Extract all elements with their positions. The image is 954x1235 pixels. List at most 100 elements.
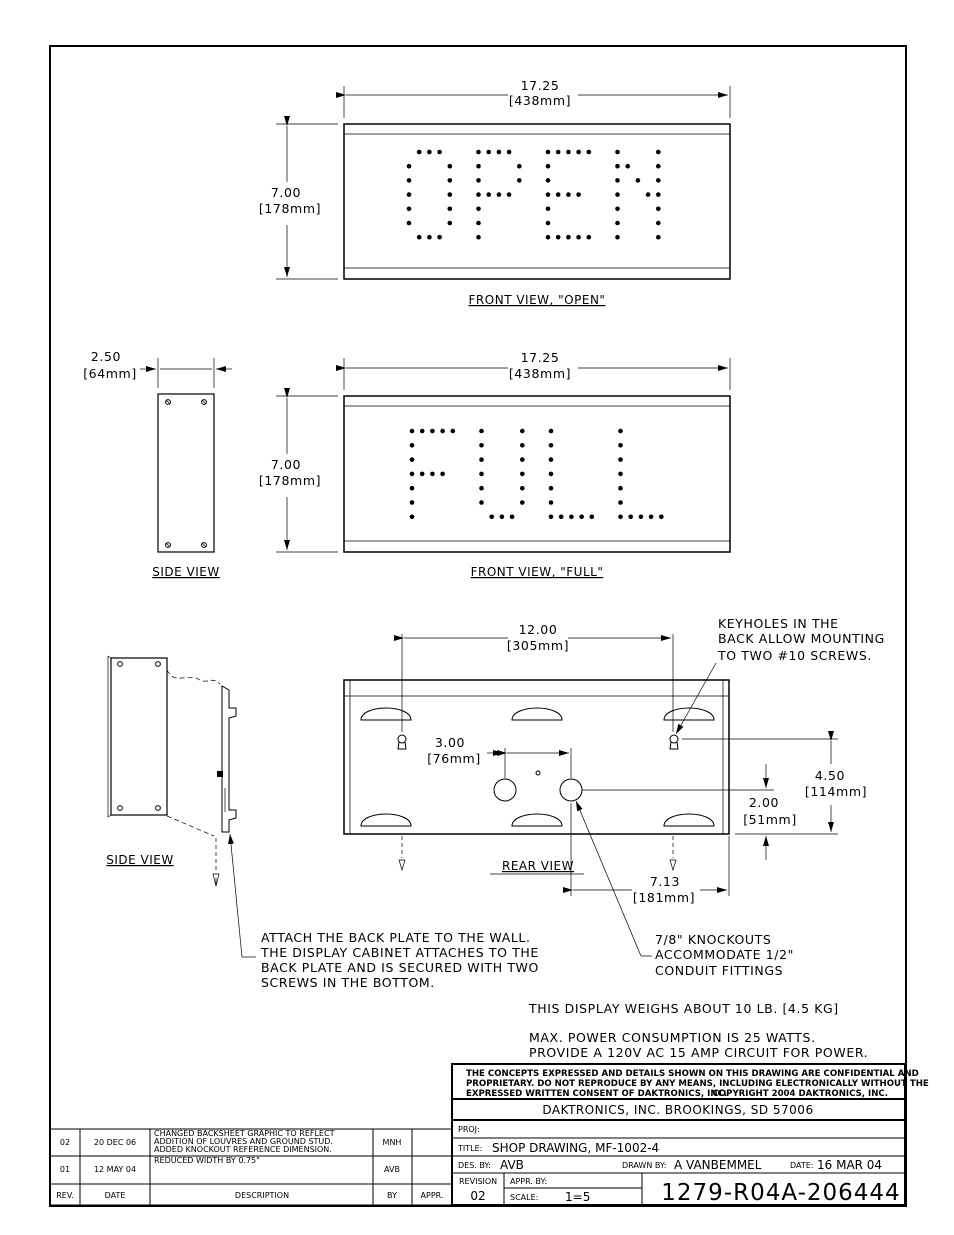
keyhole-note-line: BACK ALLOW MOUNTING [718,631,885,646]
led-dot [545,220,551,226]
led-dot [476,206,481,212]
full-height-dim: 7.00 [271,457,301,472]
led-dot [409,457,415,462]
led-dot [479,500,484,505]
led-dot [447,192,453,197]
rev-row-rev: 01 [60,1165,70,1174]
led-dot [586,149,592,155]
led-dot [486,149,492,155]
knockout-offset-dim-mm: [181mm] [633,890,695,905]
led-dot [476,220,481,226]
led-dot [628,514,633,520]
led-dot [618,500,623,505]
led-dot [409,443,415,448]
led-dot [558,514,564,520]
rev-row-description: REDUCED WIDTH BY 0.75" [154,1156,260,1165]
open-height-dim-mm: [178mm] [259,201,321,216]
led-dot [586,234,592,240]
side-cabinet [157,393,215,553]
led-dot [416,149,422,155]
led-dot [440,428,445,434]
led-dot [427,234,432,240]
led-dot [545,192,551,197]
louvres [360,707,715,827]
led-dot [419,471,425,477]
led-dot [517,163,522,169]
rev-row-rev: 02 [60,1138,70,1147]
back-plate-profile [221,685,237,833]
led-dot [430,428,435,434]
open-width-dim: 17.25 [521,78,560,93]
led-dot [520,457,525,462]
company-name: DAKTRONICS, INC. BROOKINGS, SD 57006 [542,1103,813,1117]
led-dot [419,428,425,434]
led-dot [447,220,453,226]
knockout-note-line: CONDUIT FITTINGS [655,963,783,978]
des-by-label: DES. BY: [458,1161,491,1170]
side-width-dim-mm: [64mm] [83,366,137,381]
led-dot [430,471,435,477]
power-note-line: PROVIDE A 120V AC 15 AMP CIRCUIT FOR POW… [529,1045,868,1060]
led-dot [520,428,525,434]
led-dot [615,220,620,226]
led-dot [427,149,432,155]
led-dot [579,514,584,520]
open-width-dim-mm: [438mm] [509,93,571,108]
full-height-dim-mm: [178mm] [259,473,321,488]
led-dot [406,206,412,212]
led-dot [496,149,502,155]
led-dot [548,428,554,434]
led-dot [409,428,415,434]
led-dot [447,178,453,183]
drawn-by-label: DRAWN BY: [622,1161,666,1170]
title-block: THE CONCEPTS EXPRESSED AND DETAILS SHOWN… [451,1063,929,1206]
open-view-label: FRONT VIEW, "OPEN" [469,293,606,307]
keyhole-spacing-dim: 12.00 [519,622,558,637]
led-dot [618,471,623,477]
led-dot [545,206,551,212]
led-dot [656,163,661,169]
full-led-matrix [409,428,664,520]
attach-note-line: ATTACH THE BACK PLATE TO THE WALL. [261,930,531,945]
keyhole-height-dim-mm: [114mm] [805,784,867,799]
rev-header-description: DESCRIPTION [235,1191,289,1200]
led-dot [479,457,484,462]
rev-header-appr: APPR. [421,1191,444,1200]
rev-row-description: ADDED KNOCKOUT REFERENCE DIMENSION. [154,1145,332,1154]
appr-by-label: APPR. BY: [510,1177,547,1186]
led-dot [409,514,415,520]
knockout-note-line: ACCOMMODATE 1/2" [655,947,794,962]
rear-plate [343,679,730,835]
led-dot [406,220,412,226]
led-dot [520,500,525,505]
power-note-line: MAX. POWER CONSUMPTION IS 25 WATTS. [529,1030,816,1045]
led-dot [447,163,453,169]
knockouts [493,770,583,802]
led-dot [479,471,484,477]
led-dot [548,514,554,520]
led-dot [555,149,561,155]
side-mount-cabinet [110,657,168,816]
knockout-height-dim: 2.00 [749,795,779,810]
rev-row-by: MNH [383,1138,402,1147]
full-view-label: FRONT VIEW, "FULL" [471,565,604,579]
confidential-notice: THE CONCEPTS EXPRESSED AND DETAILS SHOWN… [466,1069,919,1079]
rev-row-date: 20 DEC 06 [94,1138,136,1147]
led-dot [618,428,623,434]
revision-value: 02 [470,1189,485,1203]
full-width-dim: 17.25 [521,350,560,365]
led-dot [520,471,525,477]
led-dot [545,234,551,240]
led-dot [618,514,623,520]
side-mount-view: SIDE VIEW [106,655,237,887]
rev-header-by: BY [387,1191,397,1200]
led-dot [450,428,456,434]
led-dot [509,514,515,520]
keyholes [397,734,679,750]
rear-view: 12.00 [305mm] 3.00 [76mm] 4.50 [114mm] 2… [343,622,867,905]
led-dot [406,178,412,183]
drawing-title: SHOP DRAWING, MF-1002-4 [492,1141,659,1155]
rev-row-by: AVB [384,1165,400,1174]
led-dot [476,192,481,197]
